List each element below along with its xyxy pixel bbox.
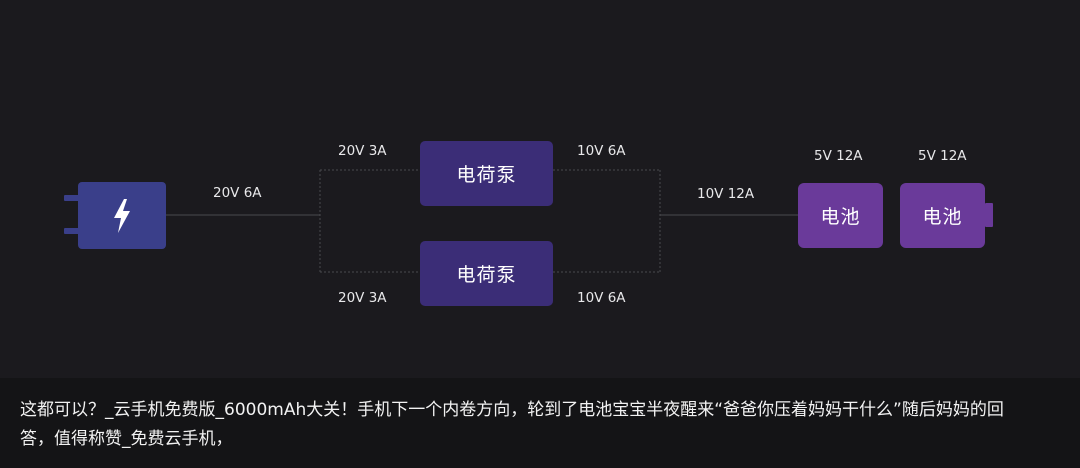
label-pump-top-out: 10V 6A: [577, 143, 626, 159]
charger-block: [78, 182, 166, 249]
battery-cell-1: 电池: [798, 183, 883, 248]
lightning-bolt-icon: [114, 198, 130, 233]
label-battery1: 5V 12A: [814, 148, 863, 164]
charger-terminal-bottom: [64, 228, 80, 234]
charge-pump-bottom: 电荷泵: [420, 241, 553, 306]
caption-bar: 这都可以？_云手机免费版_6000mAh大关！手机下一个内卷方向，轮到了电池宝宝…: [0, 378, 1080, 468]
charge-pump-top: 电荷泵: [420, 141, 553, 206]
battery-terminal-cap: [985, 203, 993, 227]
caption-text: 这都可以？_云手机免费版_6000mAh大关！手机下一个内卷方向，轮到了电池宝宝…: [20, 400, 1004, 449]
label-charger-out: 20V 6A: [213, 185, 262, 201]
label-battery-feed: 10V 12A: [697, 186, 755, 202]
label-battery2: 5V 12A: [918, 148, 967, 164]
charging-diagram: 20V 6A 20V 3A 10V 6A 20V 3A 10V 6A 10V 1…: [64, 141, 993, 306]
battery-cell-2: 电池: [900, 183, 985, 248]
label-pump-bottom-in: 20V 3A: [338, 290, 387, 306]
label-pump-top-in: 20V 3A: [338, 143, 387, 159]
wire-lines: [166, 169, 798, 273]
label-pump-bottom-out: 10V 6A: [577, 290, 626, 306]
charger-terminal-top: [64, 195, 80, 201]
